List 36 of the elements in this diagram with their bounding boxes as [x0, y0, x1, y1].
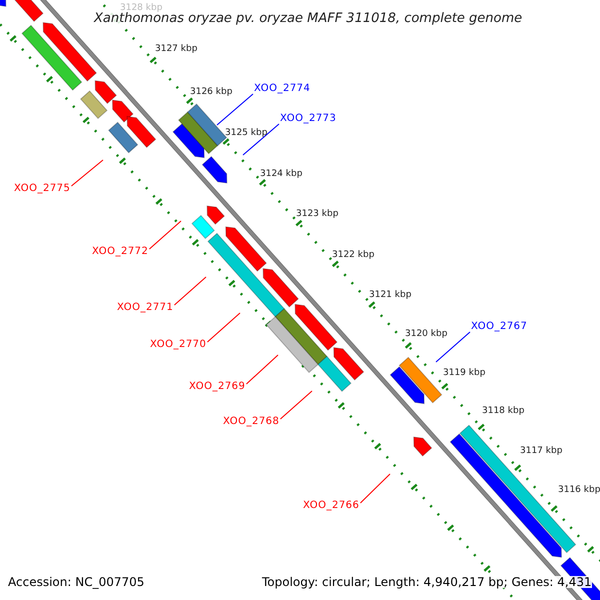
leader-line	[246, 354, 278, 384]
scale-label: 3116 kbp	[558, 486, 600, 495]
leader-line	[70, 160, 104, 186]
scale-label: 3117 kbp	[520, 447, 562, 456]
scale-label: 3124 kbp	[260, 170, 302, 179]
scale-label: 3127 kbp	[155, 45, 198, 54]
scale-label: 3125 kbp	[225, 129, 268, 138]
leader-line	[148, 220, 182, 250]
footer-text: Accession: NC_007705	[8, 576, 144, 588]
scale-label: 3122 kbp	[332, 251, 374, 260]
scale-label: 3126 kbp	[190, 88, 232, 97]
gene-label: XOO_2774	[254, 84, 310, 94]
scale-label: 3121 kbp	[369, 291, 412, 300]
gene-label: XOO_2773	[280, 114, 336, 124]
scale-label: 3118 kbp	[482, 407, 524, 416]
gene-label: XOO_2769	[189, 382, 246, 392]
gene-label: XOO_2771	[117, 303, 174, 313]
gene-label: XOO_2770	[150, 340, 206, 350]
scale-label: 3120 kbp	[405, 330, 448, 339]
scale-label: 3119 kbp	[443, 369, 486, 378]
leader-line	[174, 276, 206, 306]
leader-line	[216, 94, 254, 126]
map-title: Xanthomonas oryzae pv. oryzae MAFF 311018, complete genome	[94, 10, 522, 27]
leader-line	[206, 312, 240, 342]
footer-text: Topology: circular; Length: 4,940,217 bp; Genes: 4,431	[262, 576, 592, 588]
leader-line	[242, 124, 280, 156]
leader-line	[436, 332, 470, 362]
gene-label: XOO_2767	[471, 322, 528, 332]
scale-label: 3128 kbp	[120, 4, 162, 13]
gene-label: XOO_2775	[14, 184, 70, 194]
leader-line	[280, 390, 312, 420]
gene-label: XOO_2768	[223, 417, 280, 427]
gene-label: XOO_2772	[92, 247, 148, 257]
scale-label: 3123 kbp	[296, 210, 338, 219]
leader-line	[360, 474, 390, 504]
gene-label: XOO_2766	[303, 501, 360, 511]
